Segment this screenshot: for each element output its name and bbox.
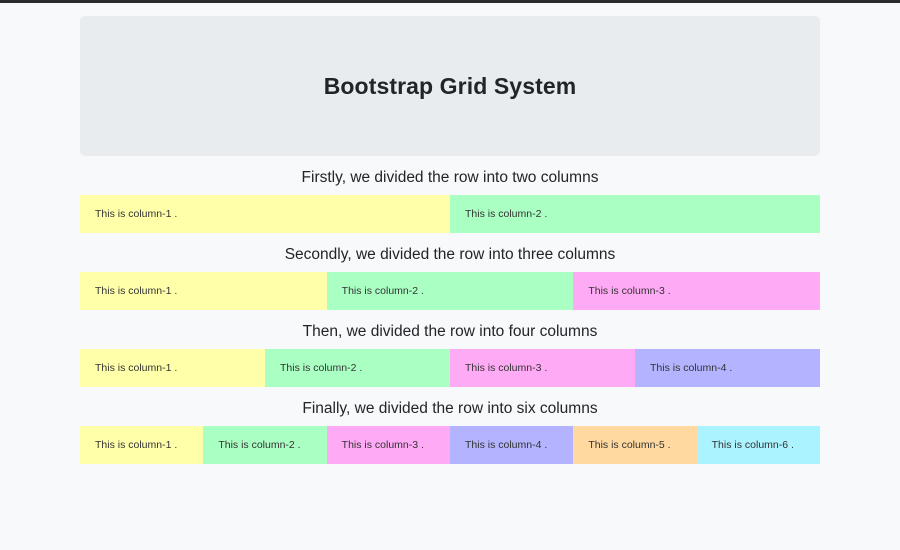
- grid-column: This is column-6 .: [696, 425, 820, 464]
- page-container: Bootstrap Grid System Firstly, we divide…: [80, 3, 821, 464]
- grid-column-label: This is column-4 .: [650, 361, 733, 374]
- grid-row: This is column-1 . This is column-2 .: [80, 194, 820, 233]
- grid-row: This is column-1 . This is column-2 . This…: [80, 425, 820, 464]
- grid-column: This is column-4 .: [635, 348, 820, 387]
- page-body: Bootstrap Grid System Firstly, we divide…: [0, 3, 900, 550]
- section-heading: Firstly, we divided the row into two col…: [301, 169, 599, 186]
- grid-column: This is column-1 .: [80, 194, 450, 233]
- grid-column: This is column-1 .: [80, 425, 204, 464]
- section-heading: Secondly, we divided the row into three …: [284, 245, 616, 263]
- grid-column-label: This is column-4 .: [464, 438, 548, 451]
- grid-column-label: This is column-2 .: [218, 438, 301, 451]
- grid-column-label: This is column-3 .: [341, 438, 424, 451]
- grid-column-label: This is column-5 .: [588, 438, 671, 451]
- grid-column-label: This is column-2 .: [341, 284, 424, 297]
- grid-column: This is column-2 .: [450, 194, 820, 233]
- grid-column: This is column-3 .: [573, 271, 821, 310]
- browser-top-edge: [0, 0, 900, 3]
- grid-row: This is column-1 . This is column-2 . This…: [80, 271, 821, 310]
- grid-column: This is column-1 .: [80, 348, 265, 387]
- grid-column: This is column-2 .: [203, 425, 327, 464]
- grid-column: This is column-3 .: [450, 348, 635, 387]
- grid-column-label: This is column-1 .: [95, 361, 178, 374]
- jumbotron-header: Bootstrap Grid System: [80, 16, 820, 156]
- grid-column: This is column-3 .: [326, 425, 450, 464]
- grid-row: This is column-1 . This is column-2 . This…: [80, 348, 820, 387]
- grid-column-label: This is column-1 .: [95, 438, 178, 451]
- grid-column: This is column-5 .: [573, 425, 697, 464]
- grid-column: This is column-2 .: [326, 271, 574, 310]
- grid-column-label: This is column-1 .: [95, 207, 178, 220]
- grid-column-label: This is column-2 .: [465, 207, 548, 220]
- section-heading: Finally, we divided the row into six col…: [302, 399, 598, 417]
- page-title: Bootstrap Grid System: [323, 72, 577, 99]
- grid-column-label: This is column-2 .: [280, 361, 363, 374]
- grid-column: This is column-2 .: [265, 348, 450, 387]
- grid-column-label: This is column-3 .: [465, 361, 548, 374]
- grid-column-label: This is column-6 .: [711, 438, 794, 451]
- grid-column-label: This is column-1 .: [95, 284, 178, 297]
- grid-sections: Firstly, we divided the row into two col…: [80, 156, 821, 464]
- grid-column: This is column-4 .: [449, 425, 574, 464]
- section-heading: Then, we divided the row into four colum…: [302, 322, 598, 340]
- grid-column-label: This is column-3 .: [588, 284, 671, 297]
- grid-column: This is column-1 .: [80, 271, 327, 310]
